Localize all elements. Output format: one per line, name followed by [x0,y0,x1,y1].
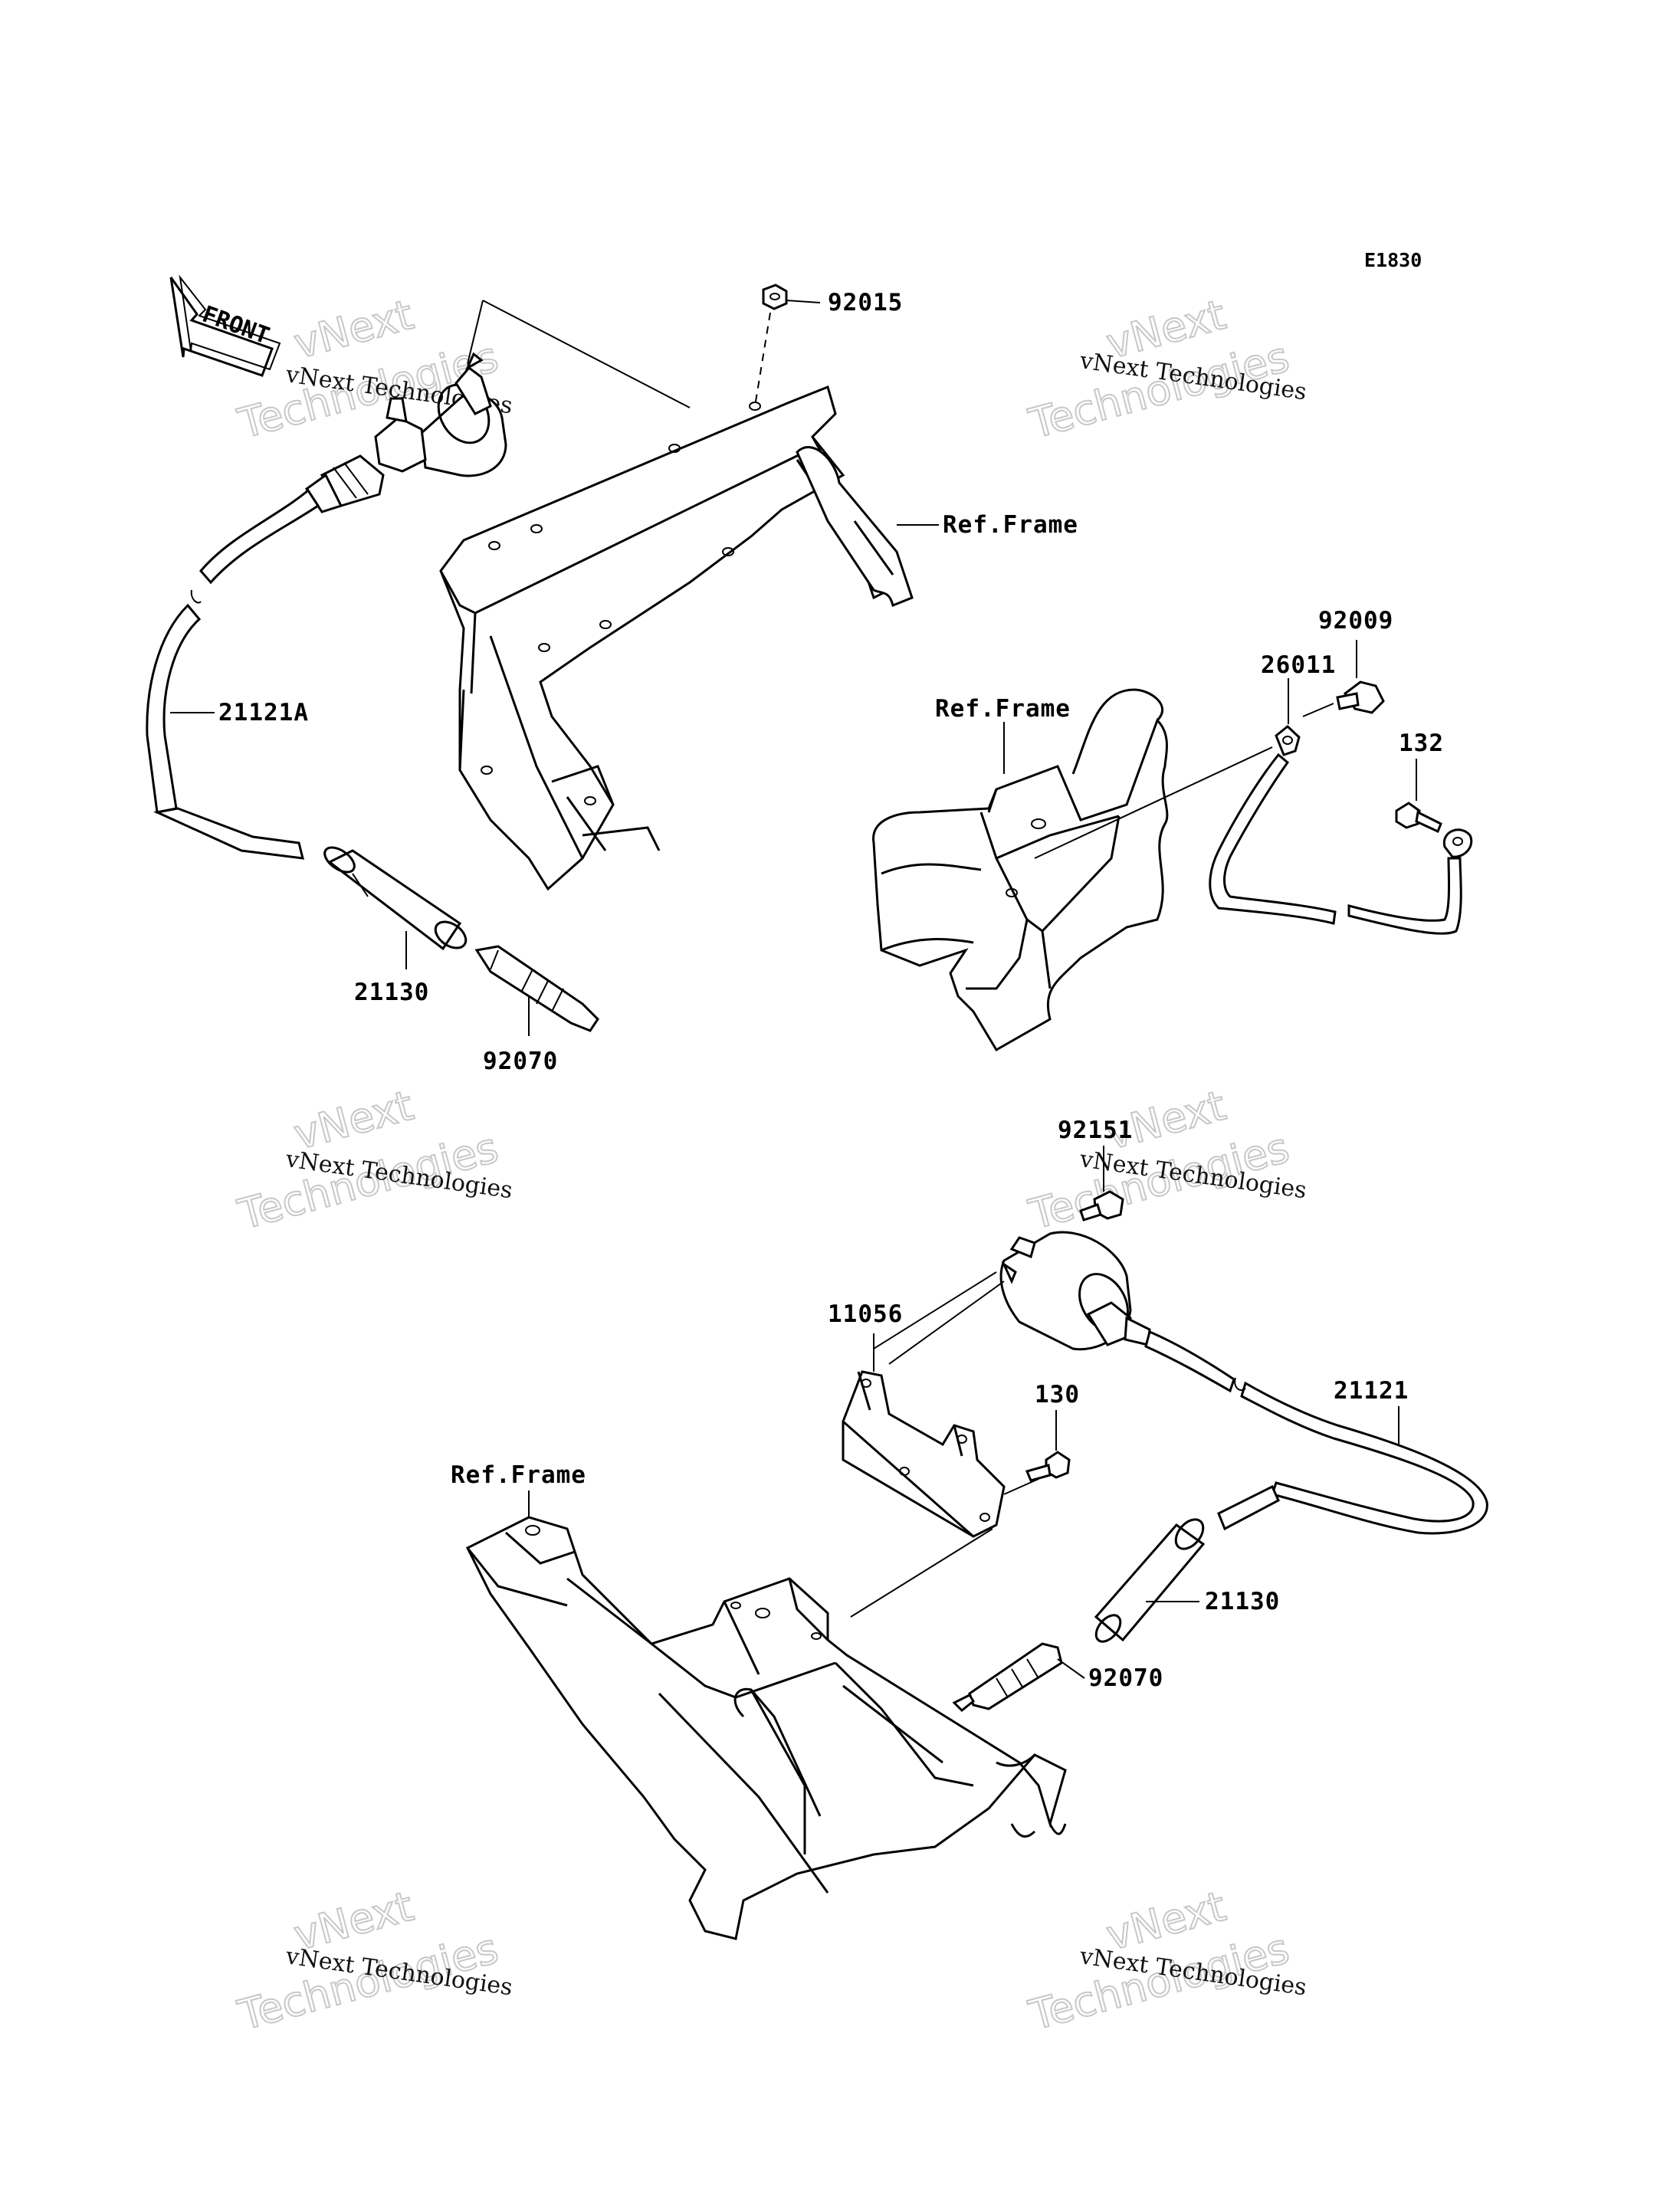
frame-bracket-mid [872,688,1169,1052]
label-132: 132 [1399,730,1444,757]
label-21121a: 21121A [218,699,309,726]
label-21130-bottom: 21130 [1205,1588,1280,1615]
watermark-mid-right: vNext Technologies vNext Technologies [1023,1080,1308,1240]
label-92009: 92009 [1318,607,1393,635]
label-11056: 11056 [828,1300,903,1328]
label-92070-top: 92070 [483,1048,558,1075]
plug-cap-21130-bottom [1094,1518,1206,1643]
label-21130-top: 21130 [354,979,429,1006]
spark-plug-92070-bottom [952,1642,1085,1713]
label-ref-frame-mid: Ref.Frame [935,695,1071,723]
watermark-mid-left: vNext Technologies vNext Technologies [232,1080,514,1240]
nut-92015 [754,284,821,407]
frame-bracket-bottom [465,1490,1067,1940]
frame-crossmember-top [439,385,914,891]
label-ref-frame-bottom: Ref.Frame [451,1461,586,1489]
label-92015: 92015 [828,289,903,316]
label-21121: 21121 [1334,1377,1409,1405]
ignition-coil-top [304,300,691,513]
watermark-bottom-left: vNext Technologies vNext Technologies [232,1881,514,2041]
bolt-92009 [1302,640,1385,717]
bolt-130 [1025,1410,1071,1482]
front-arrow-icon: FRONT [169,274,281,377]
ground-lead-26011 [1034,678,1473,935]
plug-cap-21130-top [323,846,468,969]
label-ref-frame-top: Ref.Frame [943,511,1078,539]
bracket-11056 [842,1333,1039,1538]
label-92070-bottom: 92070 [1088,1664,1163,1692]
spark-plug-92070-top [474,945,599,1036]
watermark-top-right: vNext Technologies vNext Technologies [1023,290,1308,449]
bolt-132 [1395,759,1442,834]
screw-92151 [1079,1146,1124,1221]
label-130: 130 [1035,1381,1080,1408]
diagram-code: E1830 [1364,249,1422,271]
ignition-coil-bottom [873,1231,1488,1535]
label-92151: 92151 [1058,1117,1133,1144]
lead-21121a [146,488,320,860]
watermark-bottom-right: vNext Technologies vNext Technologies [1023,1881,1308,2041]
label-26011: 26011 [1261,651,1336,679]
